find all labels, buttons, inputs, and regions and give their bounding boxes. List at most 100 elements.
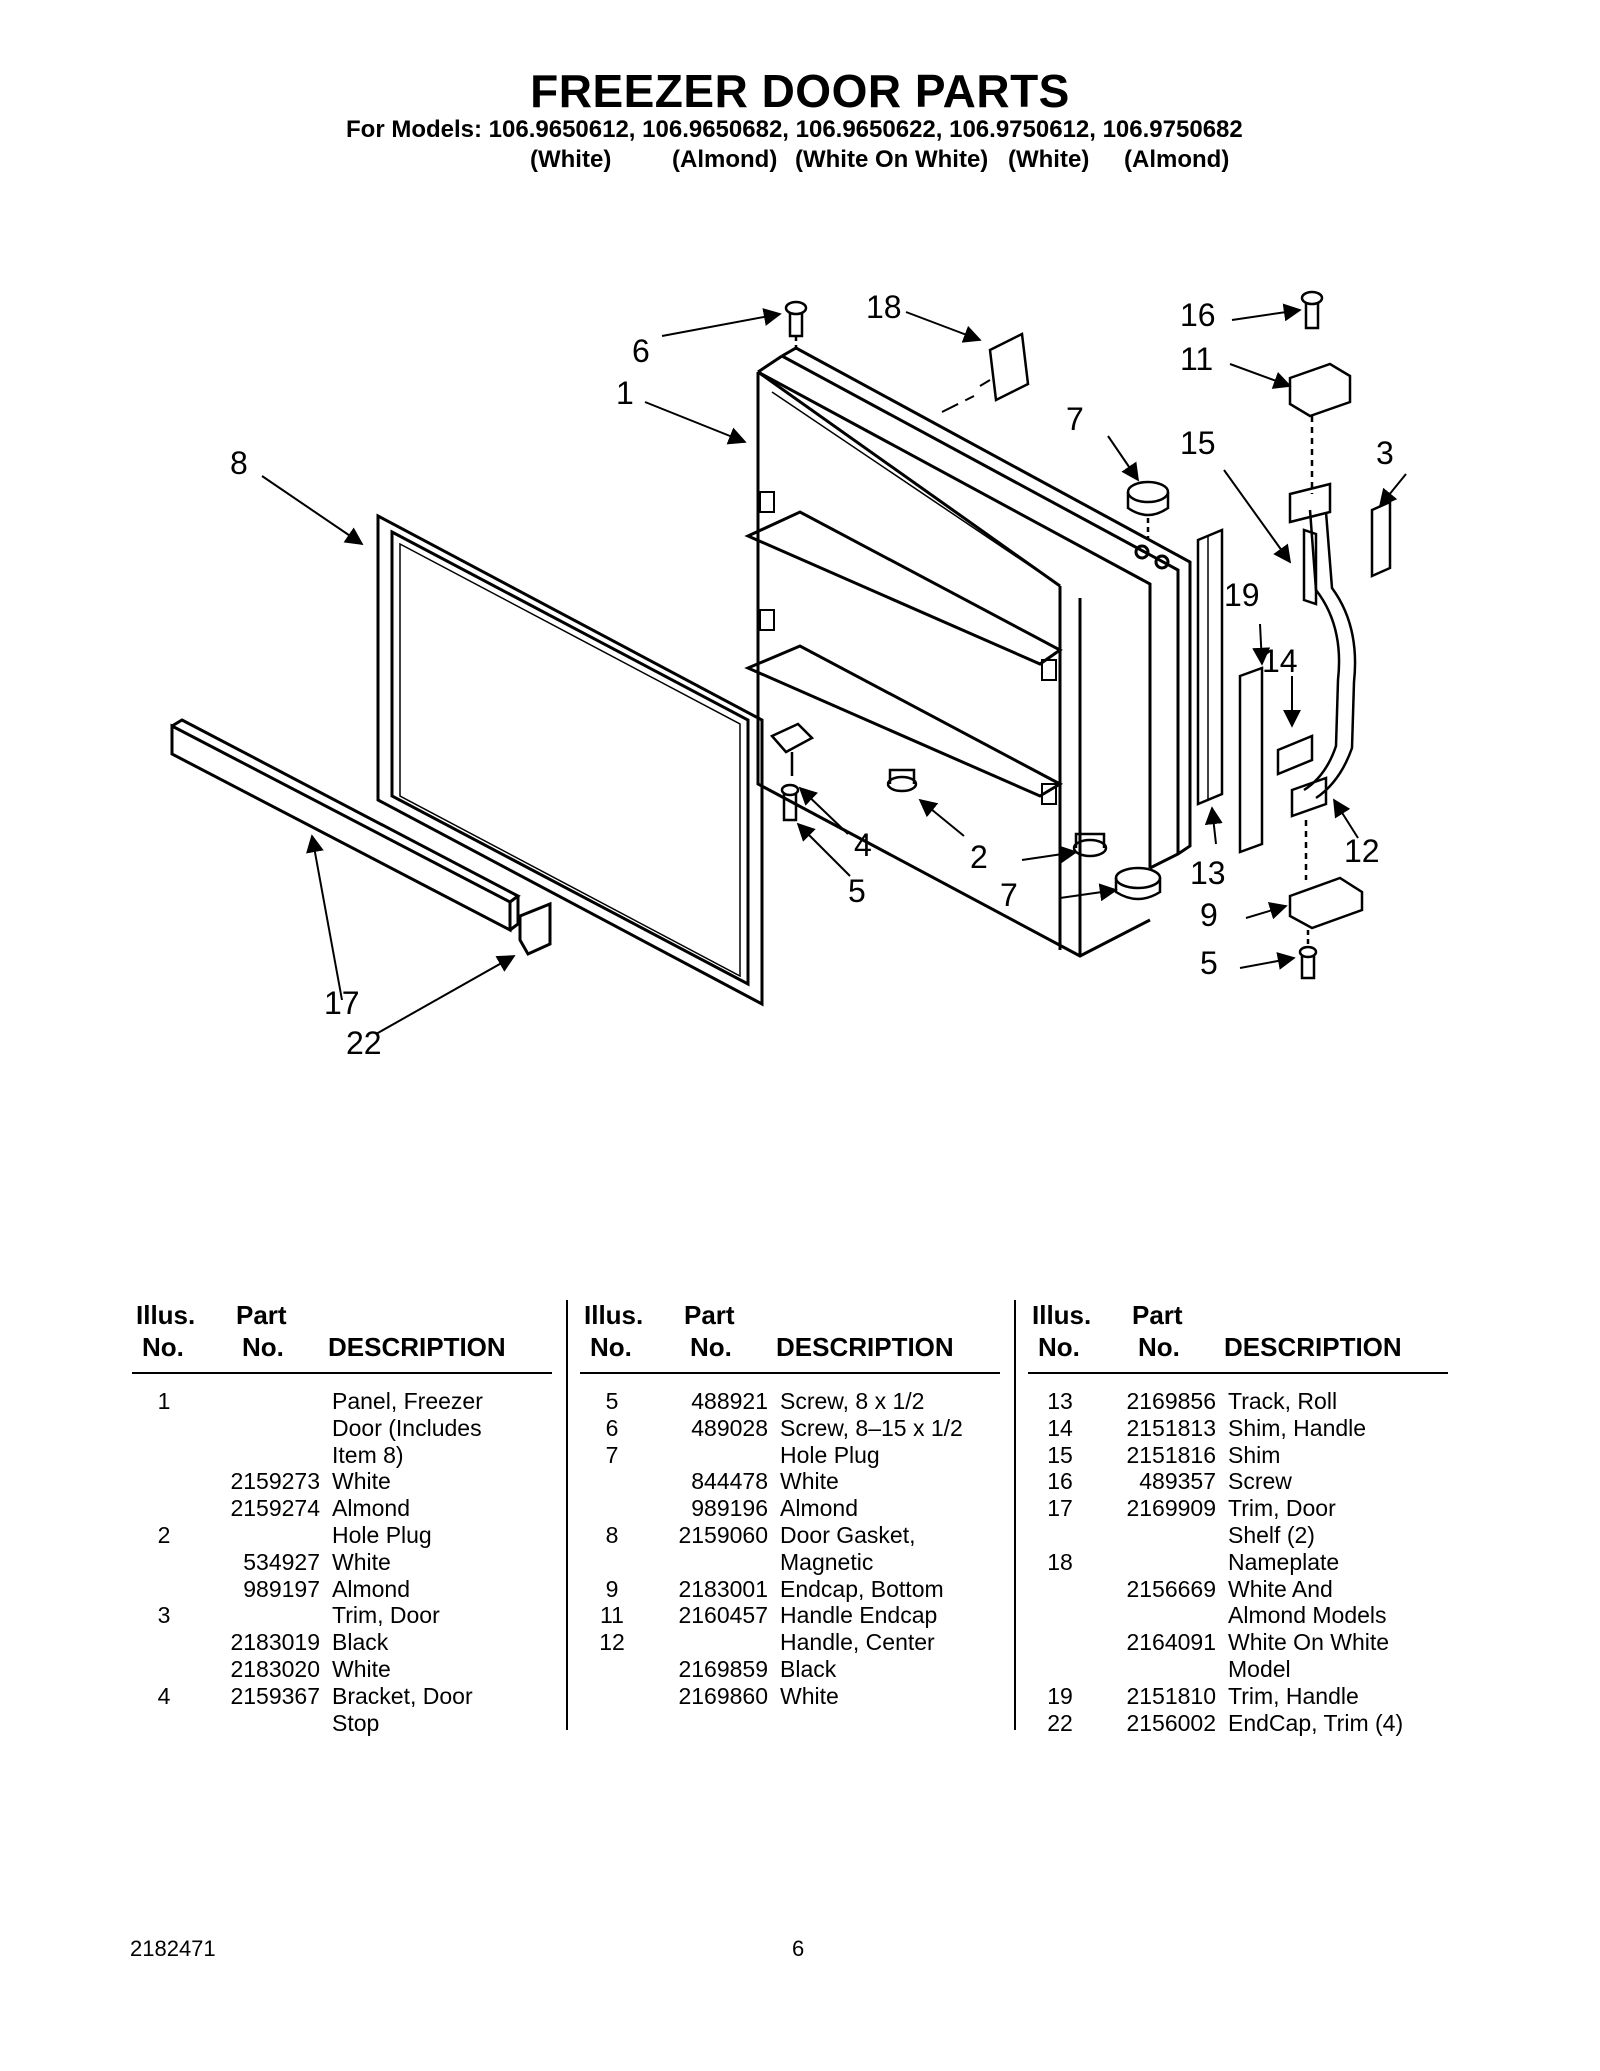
part-number: 989196	[691, 1495, 768, 1522]
model-color-2: (Almond)	[672, 146, 778, 173]
callout-13: 13	[1190, 855, 1226, 891]
header-illus: Illus.	[1032, 1300, 1092, 1330]
description: Screw	[1228, 1468, 1292, 1495]
description: Almond	[780, 1495, 858, 1522]
illus-number: 4	[157, 1682, 171, 1709]
callout-5b: 5	[1200, 945, 1218, 981]
table-header: Illus. No. Part No. DESCRIPTION	[1028, 1300, 1448, 1372]
illus-number: 3	[157, 1602, 171, 1629]
part-number: 2151816	[1126, 1441, 1216, 1468]
callout-7b: 7	[1000, 877, 1018, 913]
callout-4: 4	[854, 827, 872, 863]
description: Trim, Handle	[1228, 1682, 1359, 1709]
table-row: 2159274 Almond	[132, 1495, 552, 1522]
description: Shim	[1228, 1441, 1281, 1468]
table-row: Door (Includes	[132, 1415, 552, 1442]
callout-17: 17	[324, 985, 360, 1021]
header-part: Part	[1132, 1300, 1183, 1330]
exploded-parts-diagram: 18 6 1 8 7 16 11 15 3 19 14 4 2 5 7 13 1…	[170, 289, 1407, 1061]
callout-6: 6	[632, 333, 650, 369]
table-row: 989196 Almond	[580, 1495, 1000, 1522]
illus-number: 18	[1047, 1548, 1073, 1575]
callout-8: 8	[230, 445, 248, 481]
header-part-no: No.	[690, 1332, 732, 1362]
illus-number: 14	[1047, 1414, 1073, 1441]
model-color-1: (White)	[530, 146, 612, 173]
part-number: 989197	[243, 1575, 320, 1602]
description: Magnetic	[780, 1548, 874, 1575]
header-illus: Illus.	[584, 1300, 644, 1330]
illus-number: 12	[599, 1629, 625, 1656]
callout-16: 16	[1180, 297, 1216, 333]
header-part-no: No.	[242, 1332, 284, 1362]
table-row: 2169859 Black	[580, 1656, 1000, 1683]
header-illus-no: No.	[142, 1332, 184, 1362]
callout-18: 18	[866, 289, 902, 325]
description: Door (Includes	[332, 1414, 482, 1441]
table-row: 989197 Almond	[132, 1576, 552, 1603]
illus-number: 11	[600, 1602, 624, 1629]
table-row: 18 Nameplate	[1028, 1549, 1448, 1576]
description: Almond	[332, 1495, 410, 1522]
description: Bracket, Door	[332, 1682, 473, 1709]
header-illus-no: No.	[1038, 1332, 1080, 1362]
part-number: 2169860	[678, 1682, 768, 1709]
part-number: 2156002	[1126, 1709, 1216, 1736]
part-number: 2159274	[230, 1495, 320, 1522]
illus-number: 8	[605, 1521, 619, 1548]
description: Black	[780, 1655, 837, 1682]
callout-19: 19	[1224, 577, 1260, 613]
part-number: 2151810	[1126, 1682, 1216, 1709]
description: Trim, Door	[1228, 1495, 1336, 1522]
description: Track, Roll	[1228, 1388, 1338, 1414]
illus-number: 1	[157, 1388, 171, 1414]
part-number: 489357	[1139, 1468, 1216, 1495]
illus-number: 5	[605, 1388, 619, 1414]
model-color-3: (White On White)	[795, 146, 989, 173]
part-number: 2169856	[1126, 1388, 1216, 1414]
illus-number: 19	[1047, 1682, 1073, 1709]
description: Almond	[332, 1575, 410, 1602]
header-illus-no: No.	[590, 1332, 632, 1362]
header-rule	[580, 1372, 1000, 1374]
callout-15: 15	[1180, 425, 1216, 461]
description: Almond Models	[1228, 1602, 1387, 1629]
part-number: 2160457	[678, 1602, 768, 1629]
table-row: Magnetic	[580, 1549, 1000, 1576]
part-number: 2169859	[678, 1655, 768, 1682]
callout-22: 22	[346, 1025, 382, 1061]
freezer-door-panel-drawing	[744, 346, 1192, 958]
door-gasket-drawing	[376, 513, 764, 1007]
description: White	[332, 1468, 391, 1495]
table-row: Item 8)	[132, 1442, 552, 1469]
part-number: 2183001	[678, 1575, 768, 1602]
header-description: DESCRIPTION	[328, 1332, 506, 1362]
table-row: Model	[1028, 1656, 1448, 1683]
part-number: 534927	[243, 1548, 320, 1575]
description: Nameplate	[1228, 1548, 1340, 1575]
description: Hole Plug	[332, 1521, 432, 1548]
callout-3: 3	[1376, 435, 1394, 471]
description: Item 8)	[332, 1441, 404, 1468]
description: EndCap, Trim (4)	[1228, 1709, 1404, 1736]
description: Door Gasket,	[780, 1521, 916, 1548]
models-line: For Models: 106.9650612, 106.9650682, 10…	[346, 116, 1243, 143]
description: Model	[1228, 1655, 1291, 1682]
illus-number: 17	[1047, 1495, 1073, 1522]
